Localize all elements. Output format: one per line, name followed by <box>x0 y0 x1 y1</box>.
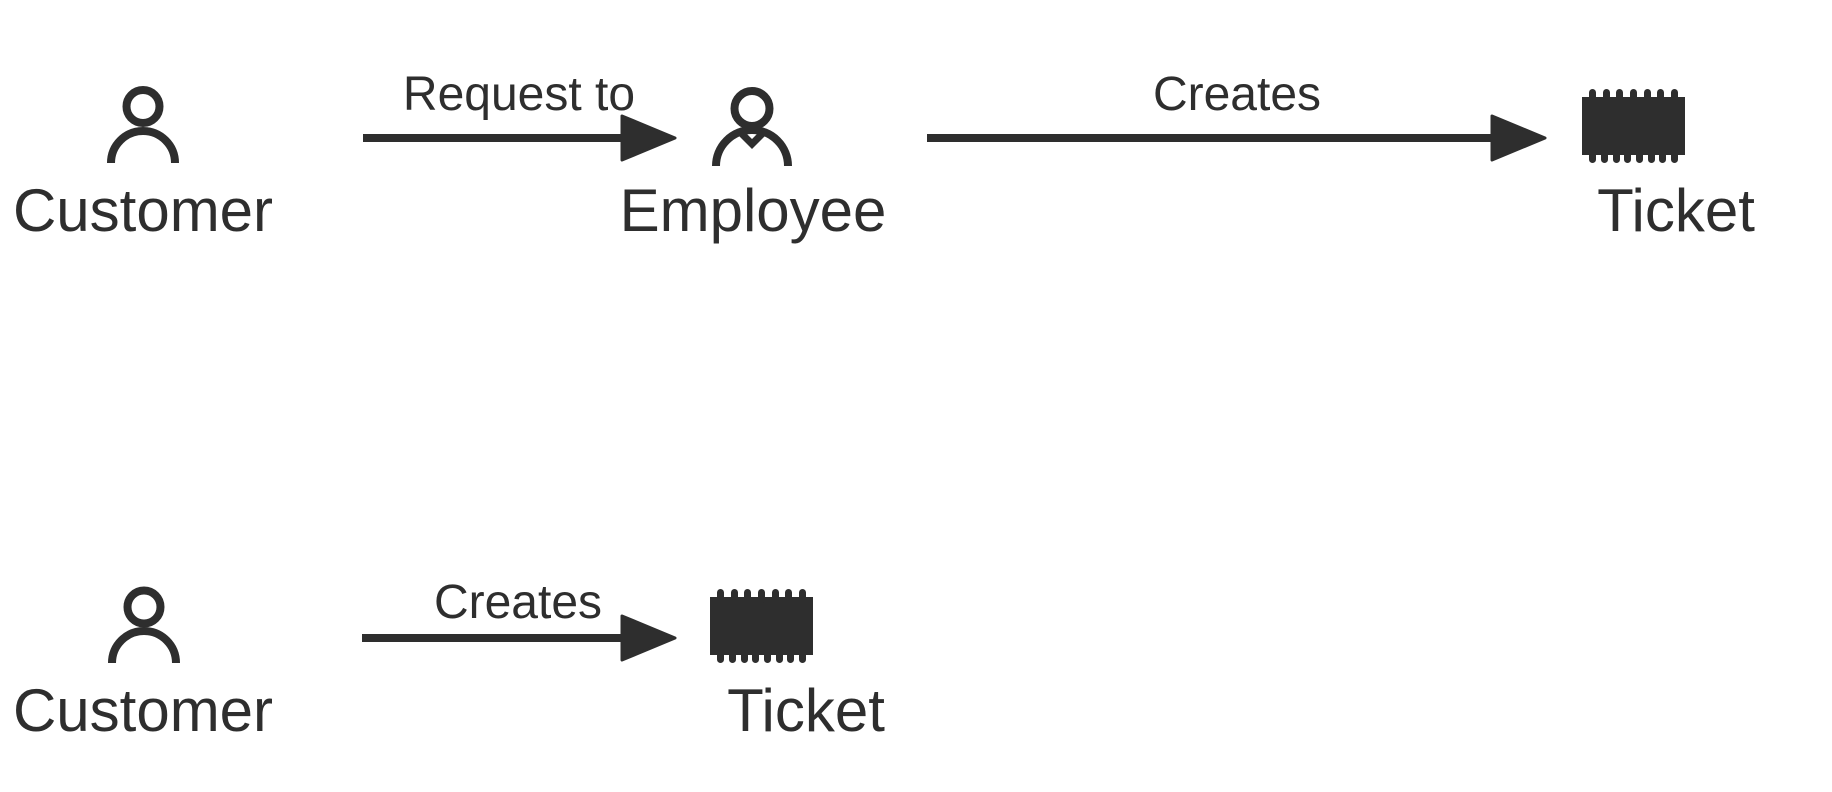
edge-arrowhead-icon <box>1490 114 1547 162</box>
user-collar-icon <box>712 87 792 167</box>
edge-label-creates: Creates <box>433 576 603 629</box>
edge-label-request-to: Request to <box>402 68 636 121</box>
ticket-icon <box>710 589 813 663</box>
node-label-employee: Employee <box>619 177 887 244</box>
edge-arrowhead-icon <box>620 614 677 662</box>
node-label-ticket: Ticket <box>1597 177 1755 244</box>
user-icon <box>107 86 179 164</box>
edge-line <box>362 634 622 642</box>
user-icon <box>108 586 180 664</box>
edge-creates-arrow <box>927 114 1547 162</box>
edge-request-to-arrow <box>363 114 677 162</box>
edge-line <box>927 134 1492 142</box>
edge-arrowhead-icon <box>620 114 677 162</box>
edge-label-creates: Creates <box>1152 68 1322 121</box>
ticket-icon <box>1582 89 1685 163</box>
edge-line <box>363 134 622 142</box>
edge-creates-arrow <box>362 614 677 662</box>
node-label-customer: Customer <box>12 677 274 744</box>
node-label-ticket: Ticket <box>727 677 885 744</box>
node-label-customer: Customer <box>12 177 274 244</box>
